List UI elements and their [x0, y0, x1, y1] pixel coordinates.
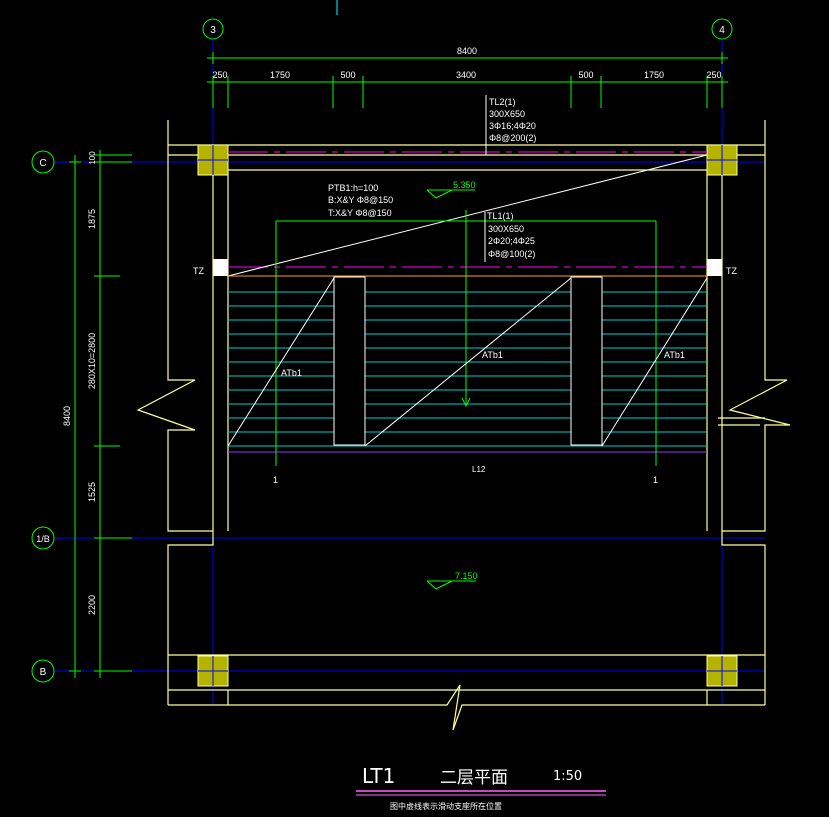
dim-top-total: 8400	[457, 46, 477, 56]
beam-tl1-label: TL1(1) 300X650 2Φ20;4Φ25 Φ8@100(2)	[487, 211, 535, 259]
elevation-mark-upper: 5.350	[426, 180, 476, 199]
axis-bubble-c: C	[31, 150, 55, 174]
elevation-upper-text: 5.350	[453, 180, 476, 190]
column-bottom-right	[706, 655, 738, 687]
section-mark-left: 1	[273, 475, 278, 485]
axis-label-4: 4	[719, 25, 725, 36]
axis-label-b: B	[40, 667, 47, 678]
tl1-frame	[275, 210, 657, 466]
section-mark-right: 1	[653, 475, 658, 485]
tl2-line3: 3Φ16;4Φ20	[489, 121, 536, 131]
stair-flight-diagonals	[227, 277, 708, 447]
elevation-lower-text: 7.150	[455, 571, 478, 581]
axis-bubble-3: 3	[202, 18, 224, 40]
dim-top-1: 250	[212, 70, 227, 80]
tz-column-left	[213, 259, 228, 276]
tz-column-right	[707, 259, 722, 276]
axis-bubble-b: B	[31, 659, 55, 683]
axis-label-1b: 1/B	[36, 534, 50, 544]
columns	[197, 144, 738, 687]
axis-bubble-4: 4	[711, 18, 733, 40]
column-top-right	[706, 144, 738, 176]
title-note: 图中虚线表示滑动支座所在位置	[390, 801, 502, 811]
top-dimensions	[207, 52, 728, 108]
tl2-line2: 300X650	[489, 109, 525, 119]
atb-label-right: ATb1	[664, 350, 685, 360]
stair-treads	[228, 275, 707, 447]
hidden-beam-lines	[228, 151, 707, 453]
title-scale: 1:50	[553, 769, 582, 784]
left-dimensions	[69, 150, 132, 678]
elevation-mark-lower: 7.150	[426, 571, 478, 590]
slab-ptb1-label: PTB1:h=100 B:X&Y Φ8@150 T:X&Y Φ8@150	[328, 183, 393, 218]
tl1-line3: 2Φ20;4Φ25	[488, 236, 535, 246]
stair-well-left	[333, 276, 366, 446]
dim-top-3: 500	[340, 70, 355, 80]
title-block: LT1 二层平面 1:50 图中虚线表示滑动支座所在位置	[356, 764, 606, 811]
column-top-left	[197, 144, 229, 176]
dim-top-2: 1750	[270, 70, 290, 80]
tz-label-left: TZ	[193, 266, 204, 276]
dim-top-4: 3400	[456, 70, 476, 80]
dim-left-total: 8400	[62, 406, 72, 426]
column-bottom-left	[197, 655, 229, 687]
atb-label-mid: ATb1	[482, 350, 503, 360]
walls	[136, 120, 791, 731]
ptb1-line3: T:X&Y Φ8@150	[328, 208, 392, 218]
dim-left-3: 280X10=2800	[87, 333, 97, 389]
title-code: LT1	[362, 764, 395, 788]
dim-top-6: 1750	[644, 70, 664, 80]
dim-left-5: 2200	[87, 595, 97, 615]
slab-diagonal	[227, 154, 708, 277]
l12-label: L12	[472, 465, 486, 474]
beam-tl2-label: TL2(1) 300X650 3Φ16;4Φ20 Φ8@200(2)	[489, 97, 536, 143]
dim-left-1: 100	[88, 151, 97, 165]
dim-left-2: 1875	[87, 209, 97, 229]
tl2-line1: TL2(1)	[489, 97, 516, 107]
tl1-line2: 300X650	[488, 224, 524, 234]
dim-left-4: 1525	[87, 482, 97, 502]
dim-top-7: 250	[706, 70, 721, 80]
tl1-line4: Φ8@100(2)	[488, 249, 535, 259]
dim-top-5: 500	[578, 70, 593, 80]
tl1-line1: TL1(1)	[487, 211, 514, 221]
ptb1-line2: B:X&Y Φ8@150	[328, 195, 393, 205]
axis-grid	[55, 40, 765, 705]
title-name: 二层平面	[440, 768, 508, 788]
stair-well-right	[570, 276, 603, 446]
axis-label-c: C	[39, 158, 46, 169]
axis-bubble-1b: 1/B	[31, 526, 55, 550]
tz-label-right: TZ	[726, 266, 737, 276]
atb-label-left: ATb1	[281, 368, 302, 378]
ptb1-line1: PTB1:h=100	[328, 183, 378, 193]
tl2-line4: Φ8@200(2)	[489, 133, 536, 143]
axis-label-3: 3	[210, 25, 216, 36]
